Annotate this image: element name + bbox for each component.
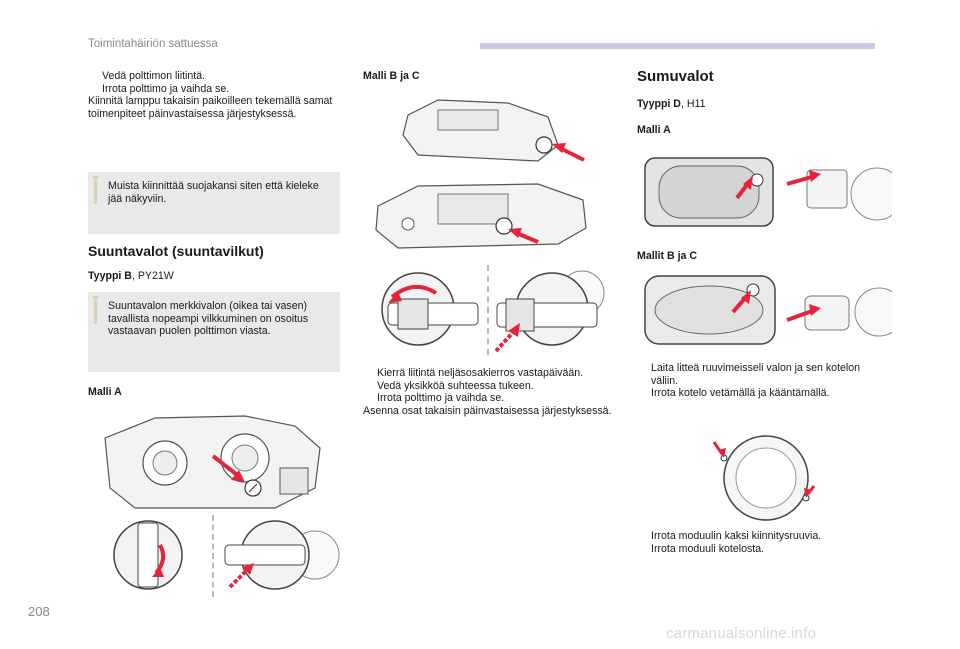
foglamp-illustration [644, 157, 892, 227]
info-icon [93, 296, 98, 299]
info-icon [93, 176, 98, 179]
col1-steps: Vedä polttimon liitintä. Irrota polttimo… [88, 70, 343, 120]
page-number: 208 [28, 604, 50, 619]
bulb-holder-illustration [381, 272, 479, 346]
info-box: Muista kiinnittää suojakansi siten että … [88, 172, 340, 234]
headlamp-illustration [402, 99, 585, 162]
bulb-holder-illustration [224, 520, 340, 590]
step-item: Vedä yksikköä suhteessa tukeen. [377, 379, 534, 392]
divider [212, 515, 216, 597]
step-item: Vedä polttimon liitintä. [102, 70, 206, 82]
info-box: Suuntavalon merkkivalon (oikea tai vasen… [88, 292, 340, 372]
step-item: Irrota moduuli kotelosta. [651, 542, 765, 555]
info-text: Muista kiinnittää suojakansi siten että … [108, 180, 319, 205]
model-label: Mallit B ja C [637, 250, 698, 262]
bulb-type: Tyyppi B, PY21W [88, 270, 174, 282]
headlamp-illustration [375, 183, 587, 249]
section-title: Toimintahäiriön sattuessa [88, 38, 218, 50]
paragraph: Kiinnitä lamppu takaisin paikoilleen tek… [88, 95, 333, 120]
step-item: Irrota moduulin kaksi kiinnitysruuvia. [651, 530, 822, 542]
col2-steps: Kierrä liitintä neljäsosakierros vastapä… [363, 367, 618, 417]
step-item: Irrota polttimo ja vaihda se. [377, 392, 505, 405]
step-item: Laita litteä ruuvimeisseli valon ja sen … [651, 362, 861, 387]
step-item: Kierrä liitintä neljäsosakierros vastapä… [377, 367, 584, 379]
step-item: Irrota polttimo ja vaihda se. [102, 82, 230, 95]
step-item: Irrota kotelo vetämällä ja kääntämällä. [651, 387, 830, 400]
foglamp-illustration [644, 275, 892, 345]
header-bar [480, 43, 875, 49]
bulb-holder-illustration [494, 270, 605, 353]
col3-steps: Irrota moduulin kaksi kiinnitysruuvia. I… [637, 530, 887, 555]
col3-steps: Laita litteä ruuvimeisseli valon ja sen … [637, 362, 887, 400]
info-text: Suuntavalon merkkivalon (oikea tai vasen… [108, 300, 309, 338]
bulb-holder-illustration [113, 520, 183, 590]
fog-module-illustration [712, 435, 816, 521]
model-label: Malli A [637, 124, 671, 136]
watermark: carmanualsonline.info [666, 625, 817, 642]
paragraph: Asenna osat takaisin päinvastaisessa jär… [363, 404, 612, 417]
model-label: Malli B ja C [363, 70, 420, 82]
bulb-type: Tyyppi D, H11 [637, 98, 706, 110]
headlamp-illustration [104, 415, 321, 509]
section-heading: Sumuvalot [637, 68, 714, 85]
divider [487, 265, 491, 355]
model-label: Malli A [88, 386, 122, 398]
section-heading: Suuntavalot (suuntavilkut) [88, 243, 264, 259]
